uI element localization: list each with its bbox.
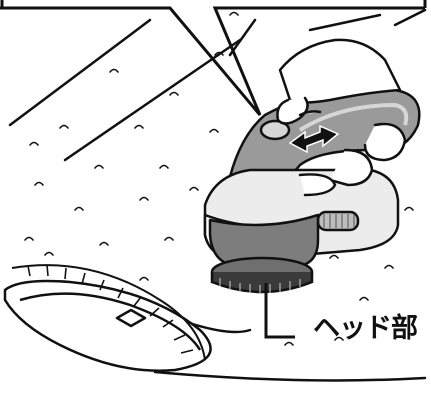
head-part-label: ヘッド部: [313, 306, 417, 345]
garment-pocket: [5, 265, 211, 371]
head-part: [212, 258, 312, 294]
